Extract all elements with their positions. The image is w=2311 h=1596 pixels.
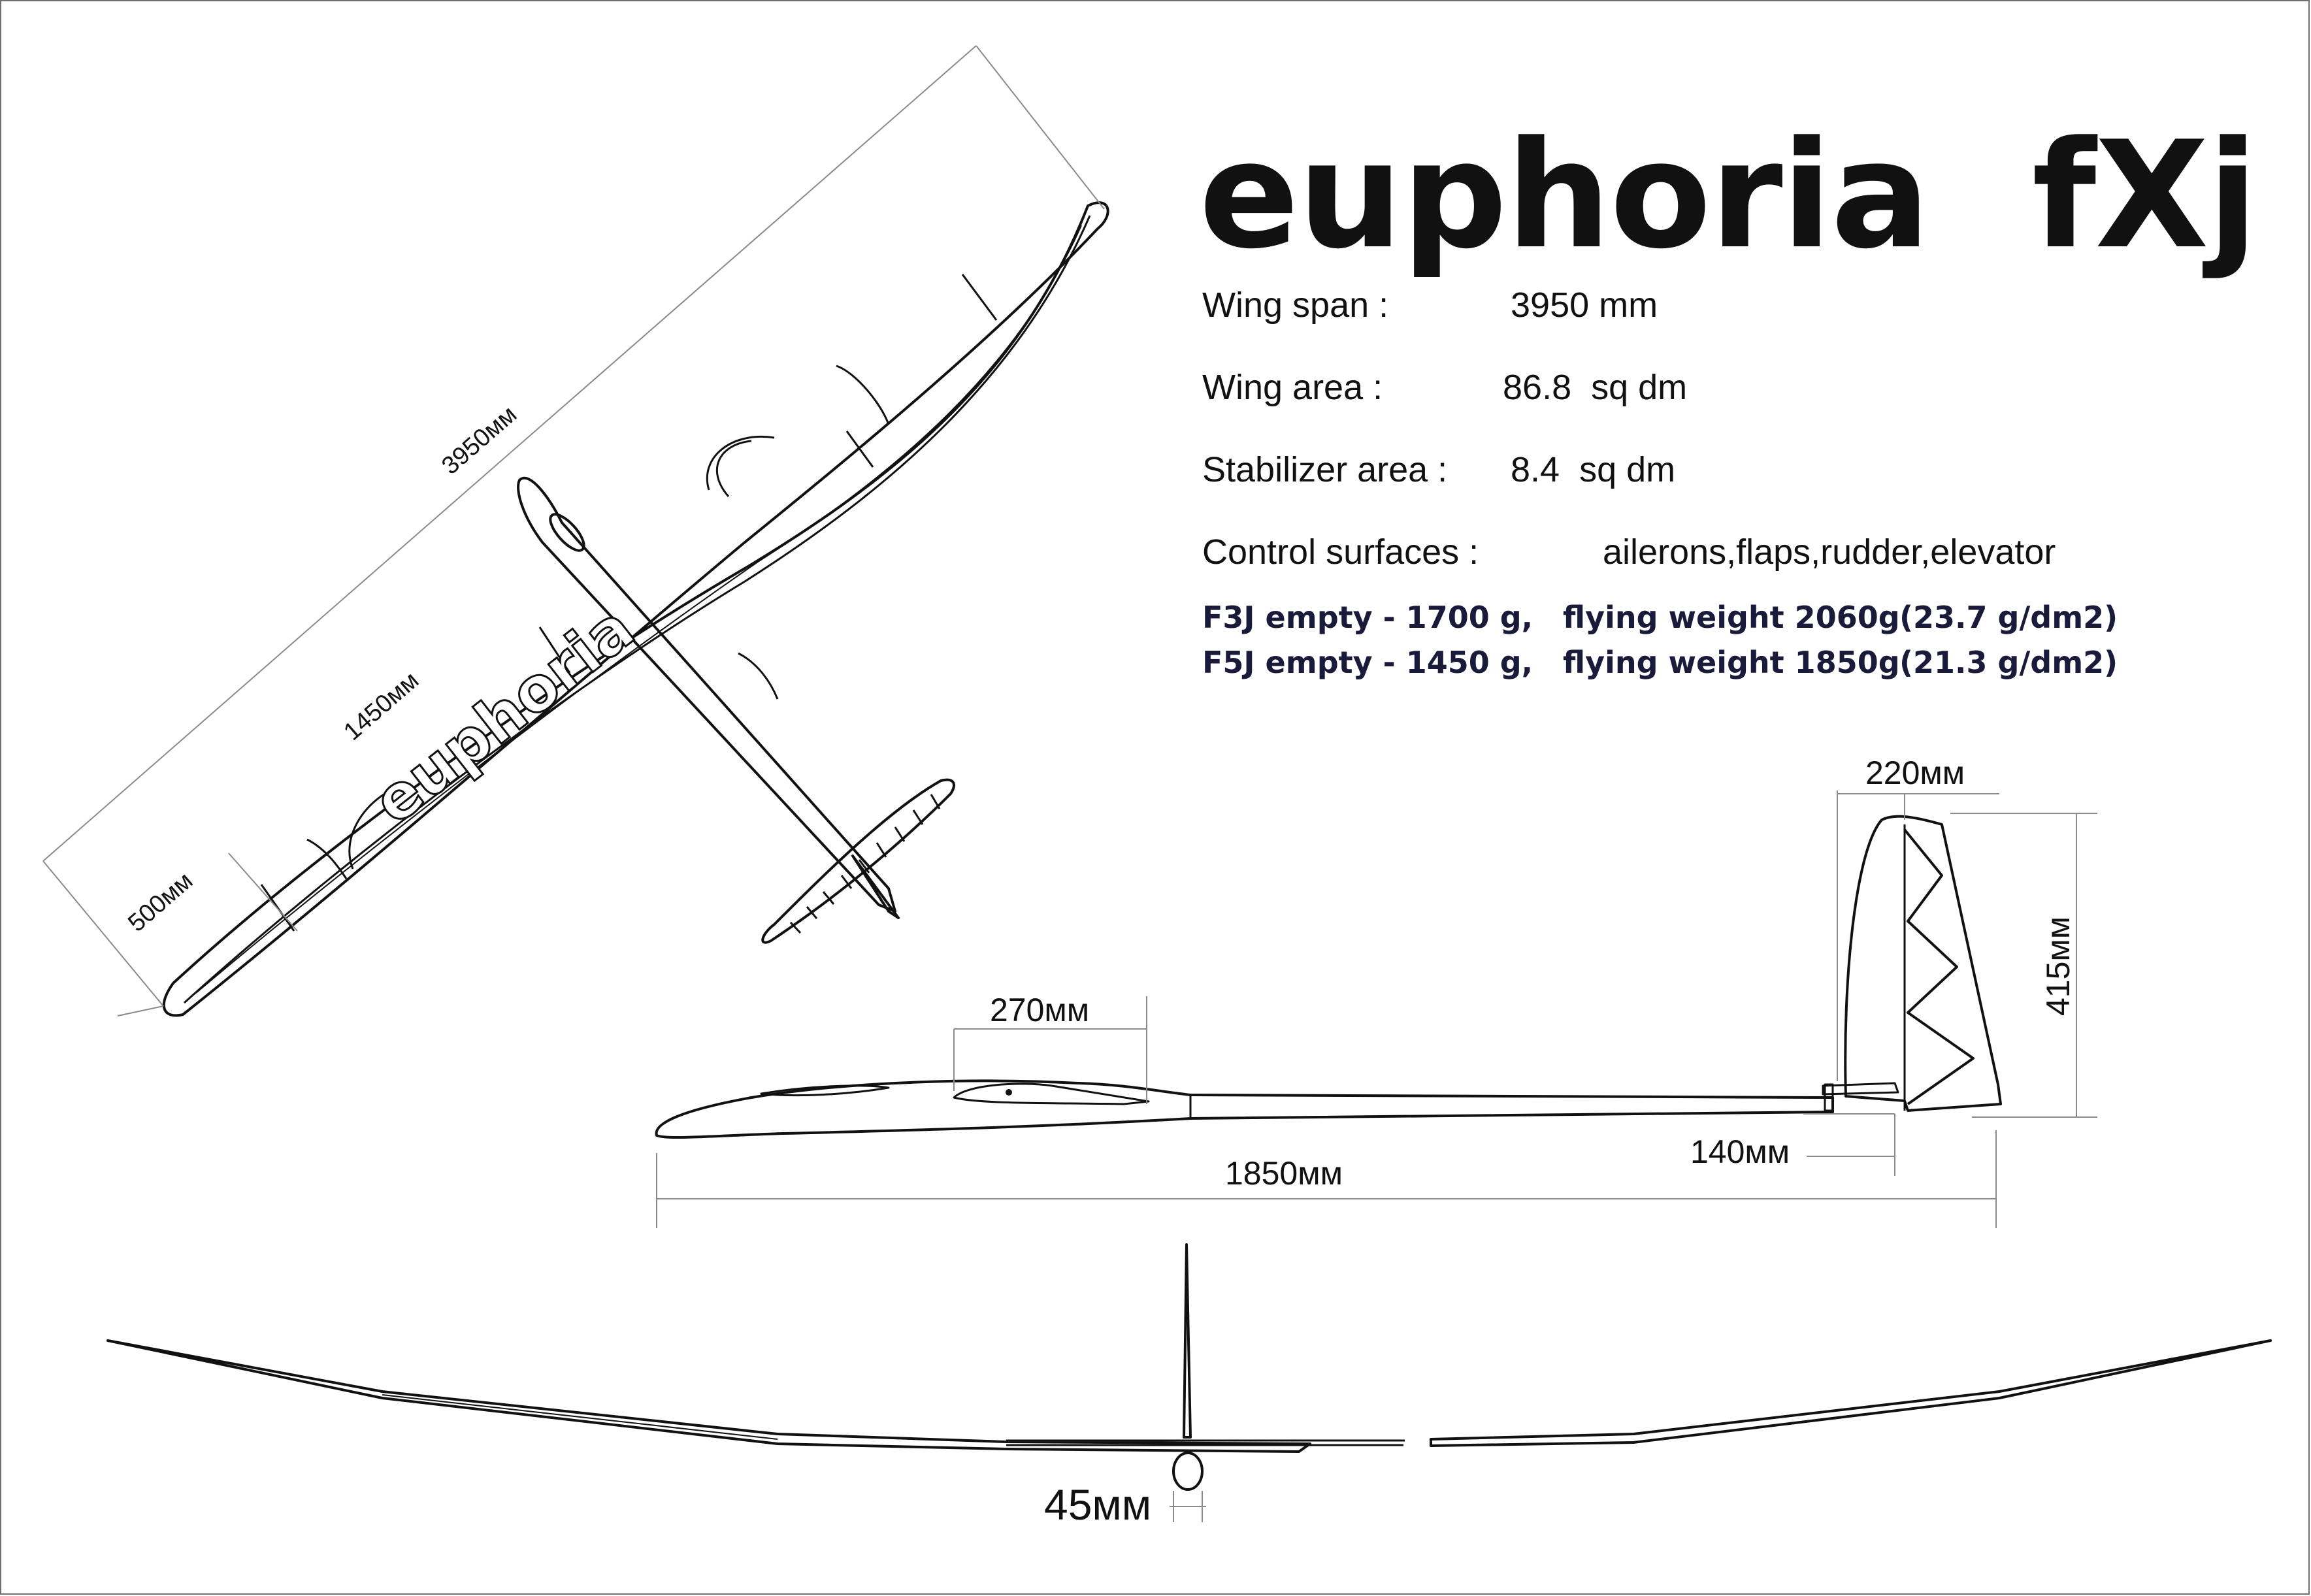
- fin-side: [1844, 815, 2002, 1112]
- canopy-top: [549, 513, 585, 552]
- control-surfaces-label: Control surfaces :: [1202, 532, 1479, 572]
- wing-area-value: 86.8 sq dm: [1503, 368, 1688, 407]
- left-wing-edge: [382, 1394, 778, 1440]
- wing-span-label: Wing span :: [1202, 285, 1389, 325]
- wing-peg: [1006, 1089, 1012, 1096]
- hinge-arc: [706, 436, 775, 491]
- center-panel-dimension-label: 1450мм: [338, 666, 424, 745]
- stabilizer-area-label: Stabilizer area :: [1202, 450, 1448, 489]
- fuselage-side: [655, 1079, 1834, 1139]
- f3j-empty-weight: F3J empty - 1700 g,: [1202, 600, 1533, 635]
- f5j-flying-weight: flying weight 1850g: [1563, 645, 1900, 680]
- stab-mount: [1824, 1083, 1834, 1112]
- model-name: euphoria: [1199, 110, 1931, 282]
- fin-top: [851, 855, 900, 919]
- top-view-dimensions: [42, 45, 1105, 1017]
- hinge-arc: [306, 838, 348, 879]
- panel-break: [961, 274, 998, 321]
- f5j-wing-loading: (21.3 g/dm2): [1899, 645, 2118, 680]
- wing-outline: [162, 201, 1109, 1017]
- tip-panel-dimension-label: 500мм: [123, 867, 198, 937]
- canopy-side: [760, 1084, 890, 1097]
- control-surfaces-value: ailerons,flaps,rudder,elevator: [1603, 532, 2056, 572]
- model-code: fXj: [2032, 110, 2258, 282]
- fin-chord-label: 220мм: [1865, 755, 1965, 791]
- stabilizer-ribs: [789, 794, 941, 934]
- stab-chord-label: 140мм: [1690, 1133, 1790, 1170]
- side-view: [655, 815, 2002, 1139]
- f3j-wing-loading: (23.7 g/dm2): [1899, 600, 2118, 635]
- model-title: euphoria fXj: [1199, 98, 2310, 294]
- right-wing-front: [1430, 1339, 2272, 1447]
- wing-root-side: [953, 1083, 1150, 1105]
- wing-area-label: Wing area :: [1202, 368, 1383, 407]
- fin-front: [1183, 1243, 1192, 1439]
- fuselage-width-label: 45мм: [1044, 1480, 1151, 1529]
- wing-logo: euphoria: [361, 593, 647, 838]
- stabilizer-top: [761, 778, 955, 944]
- hinge-arc: [348, 783, 406, 870]
- fin-truss: [1903, 828, 1975, 1105]
- side-view-dimensions: [656, 790, 2097, 1228]
- wing-span-value: 3950 mm: [1511, 285, 1658, 325]
- hinge-arc: [836, 365, 890, 425]
- fuselage-front: [1172, 1452, 1204, 1491]
- wing-inner-line: [183, 215, 1091, 1004]
- stabilizer-area-value: 8.4 sq dm: [1511, 450, 1676, 489]
- panel-break: [538, 627, 571, 674]
- hinge-arc: [738, 652, 779, 700]
- top-view: [162, 201, 1109, 1017]
- hinge-arc: [716, 440, 752, 497]
- left-wing-front: [107, 1339, 1311, 1453]
- front-view: [107, 1243, 2272, 1491]
- f3j-flying-weight: flying weight 2060g: [1563, 600, 1900, 635]
- stabilizer-side: [1822, 1082, 1899, 1096]
- fin-height-label: 415мм: [2040, 917, 2076, 1016]
- wing-spar-line: [195, 225, 1082, 994]
- panel-break: [845, 431, 874, 468]
- f5j-empty-weight: F5J empty - 1450 g,: [1202, 645, 1533, 680]
- fuselage-length-label: 1850мм: [1225, 1155, 1343, 1192]
- canopy-dimension-label: 270мм: [990, 992, 1089, 1028]
- front-view-dimensions: [1170, 1491, 1206, 1522]
- span-dimension-label: 3950мм: [436, 400, 522, 480]
